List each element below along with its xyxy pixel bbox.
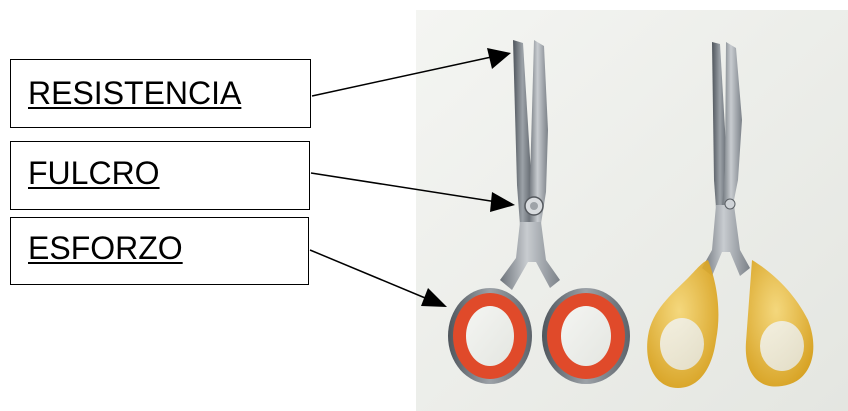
fulcro-label: FULCRO	[28, 157, 160, 189]
scissors-photo	[416, 10, 848, 411]
fulcro-label-box: FULCRO	[10, 141, 310, 210]
esfuerzo-label: ESFORZO	[28, 232, 183, 264]
esfuerzo-label-box: ESFORZO	[10, 217, 309, 285]
resistencia-label: RESISTENCIA	[28, 77, 241, 109]
resistencia-label-box: RESISTENCIA	[10, 59, 311, 128]
